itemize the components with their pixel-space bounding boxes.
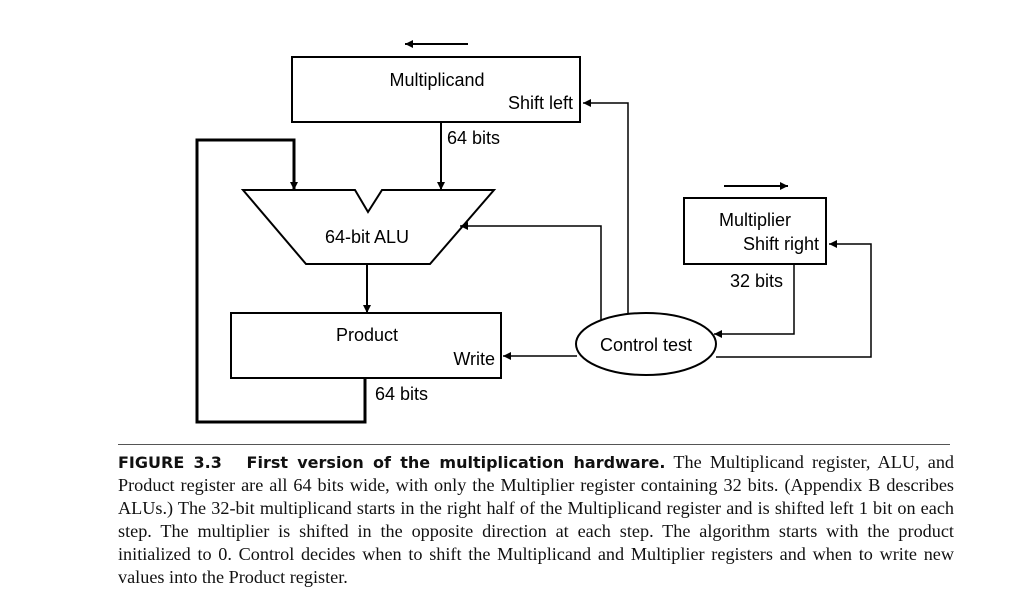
product-action: Write xyxy=(453,349,495,369)
multiplier-width-label: 32 bits xyxy=(730,271,783,291)
multiplicand-action: Shift left xyxy=(508,93,573,113)
control-to-alu-path xyxy=(460,222,602,320)
product-register: Product Write xyxy=(230,312,502,379)
control-label: Control test xyxy=(600,335,692,355)
control-to-multiplicand-path xyxy=(583,99,629,313)
figure-caption: FIGURE 3.3 First version of the multipli… xyxy=(118,451,954,590)
figure-title: First version of the multiplication hard… xyxy=(246,453,666,472)
control-to-multiplier-path xyxy=(716,240,872,358)
multiplicand-name: Multiplicand xyxy=(389,70,484,90)
alu: 64-bit ALU xyxy=(240,189,497,265)
control-test: Control test xyxy=(575,312,717,376)
multiplier-register: Multiplier Shift right xyxy=(683,197,827,265)
product-width-label: 64 bits xyxy=(375,384,428,404)
alu-label: 64-bit ALU xyxy=(325,227,409,247)
multiplier-name: Multiplier xyxy=(719,210,791,230)
multiplication-hardware-diagram: Multiplicand Shift left Multiplier Shift… xyxy=(195,40,872,424)
multiplicand-register: Multiplicand Shift left xyxy=(291,56,581,123)
product-name: Product xyxy=(336,325,398,345)
multiplicand-width-label: 64 bits xyxy=(447,128,500,148)
product-feedback-path xyxy=(195,138,367,424)
figure-label: FIGURE 3.3 xyxy=(118,453,222,472)
caption-divider xyxy=(118,444,950,445)
multiplier-to-control-path xyxy=(714,264,795,338)
multiplier-action: Shift right xyxy=(743,234,819,254)
caption-text: The Multiplicand register, ALU, and Prod… xyxy=(118,452,955,588)
